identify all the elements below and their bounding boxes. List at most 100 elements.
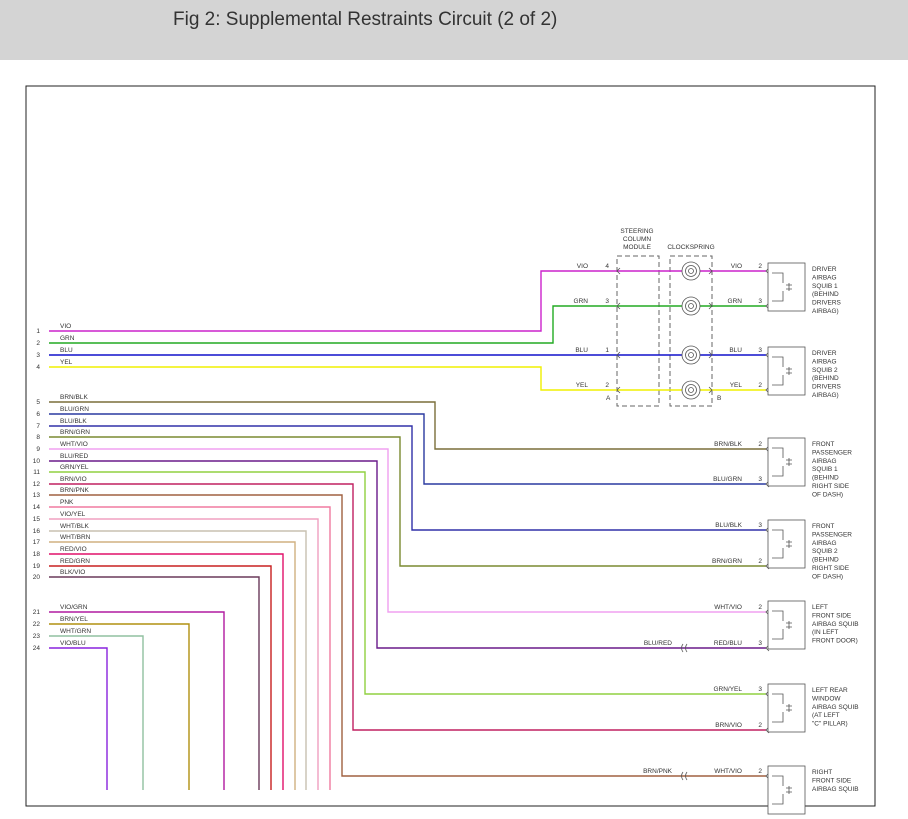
squib-connector-icon — [767, 600, 806, 650]
scm-pin-letter: A — [606, 395, 611, 402]
wire-label-12: BRN/VIO — [60, 476, 87, 483]
wire-7 — [49, 425, 766, 531]
clockspring-coil-icon — [681, 296, 701, 316]
comp-wire-label-4-3: BLU/BLK — [715, 522, 742, 529]
comp-source-label-5-3: BLU/RED — [644, 640, 672, 647]
component-label-1: SQUIB 1 — [812, 283, 838, 290]
component-label-7: RIGHT — [812, 769, 832, 776]
connectors-layer — [616, 261, 806, 815]
wire-22 — [49, 623, 190, 790]
wire-label-5: BRN/BLK — [60, 394, 88, 401]
clockspring-pin-mark — [708, 302, 713, 310]
component-label-4: RIGHT SIDE — [812, 565, 850, 572]
wire-label-9: WHT/VIO — [60, 441, 88, 448]
header-bar: Fig 2: Supplemental Restraints Circuit (… — [0, 0, 908, 60]
comp-pin-4-2: 2 — [758, 558, 762, 565]
component-label-4: FRONT — [812, 523, 834, 530]
comp-wire-label-5-3: RED/BLU — [714, 640, 742, 647]
wire-label-17: WHT/BRN — [60, 534, 91, 541]
scm-header-line-3: MODULE — [623, 244, 651, 251]
wire-number-23: 23 — [33, 633, 41, 640]
wire-13 — [49, 494, 766, 777]
component-label-1: (BEHIND — [812, 291, 839, 298]
component-label-1: AIRBAG — [812, 274, 837, 281]
component-label-2: SQUIB 2 — [812, 367, 838, 374]
wire-15 — [49, 518, 319, 790]
component-label-4: (BEHIND — [812, 557, 839, 564]
scm-header-line-1: STEERING — [620, 228, 653, 235]
component-label-5: FRONT SIDE — [812, 612, 852, 619]
wire-number-10: 10 — [33, 458, 41, 465]
squib-connector-icon — [767, 519, 806, 569]
scm-pin-4: 4 — [605, 263, 609, 270]
comp-source-label-7-2: BRN/PNK — [643, 768, 673, 775]
wire-label-2: GRN — [60, 335, 75, 342]
clockspring-box — [669, 255, 713, 407]
scm-pin-mark — [616, 386, 621, 394]
wire-number-14: 14 — [33, 504, 41, 511]
wire-number-11: 11 — [33, 469, 40, 476]
component-label-4: AIRBAG — [812, 540, 837, 547]
wire-label-20: BLK/VIO — [60, 569, 85, 576]
component-label-3: (BEHIND — [812, 475, 839, 482]
clockspring-coil-icon — [681, 380, 701, 400]
component-label-6: AIRBAG SQUIB — [812, 704, 859, 711]
clockspring-header: CLOCKSPRING — [667, 244, 714, 251]
component-label-3: AIRBAG — [812, 458, 837, 465]
squib-connector-icon — [767, 262, 806, 312]
wire-number-17: 17 — [33, 539, 41, 546]
wire-label-13: BRN/PNK — [60, 487, 90, 494]
component-label-6: WINDOW — [812, 695, 841, 702]
clockspring-pin-mark — [708, 267, 713, 275]
component-label-5: (IN LEFT — [812, 629, 838, 636]
comp-pin-5-3: 3 — [758, 640, 762, 647]
wire-label-6: BLU/GRN — [60, 406, 89, 413]
component-label-3: OF DASH) — [812, 491, 843, 498]
wires-layer — [49, 270, 766, 790]
wire-number-7: 7 — [36, 423, 40, 430]
component-label-1: DRIVER — [812, 266, 837, 273]
wire-label-11: GRN/YEL — [60, 464, 89, 471]
comp-pin-3-3: 3 — [758, 476, 762, 483]
wire-5 — [49, 401, 766, 450]
clockspring-wire-label-4: VIO — [731, 263, 742, 270]
comp-pin-7-2: 2 — [758, 768, 762, 775]
component-label-6: (AT LEFT — [812, 712, 840, 719]
comp-pin-1-2: 2 — [758, 263, 762, 270]
comp-pin-5-2: 2 — [758, 604, 762, 611]
steering-column-module-box — [616, 255, 660, 407]
squib-connector-icon — [767, 437, 806, 487]
wire-21 — [49, 611, 225, 790]
component-label-3: SQUIB 1 — [812, 466, 838, 473]
wire-19 — [49, 565, 272, 790]
clockspring-coil-icon — [681, 345, 701, 365]
comp-wire-label-6-2: BRN/VIO — [715, 722, 742, 729]
wire-12 — [49, 483, 766, 731]
inline-connector-icon — [681, 771, 688, 781]
wire-6 — [49, 413, 766, 485]
comp-pin-2-2: 2 — [758, 382, 762, 389]
wire-label-4: YEL — [60, 359, 73, 366]
scm-pin-mark — [616, 302, 621, 310]
component-label-3: PASSENGER — [812, 449, 852, 456]
scm-wire-label-1: BLU — [575, 347, 588, 354]
wire-number-21: 21 — [33, 609, 41, 616]
wire-number-20: 20 — [33, 574, 41, 581]
labels-layer: 1VIO2GRN3BLU4YEL5BRN/BLK6BLU/GRN7BLU/BLK… — [33, 263, 859, 793]
comp-pin-1-3: 3 — [758, 298, 762, 305]
clockspring-pin-mark — [708, 386, 713, 394]
wire-label-15: VIO/YEL — [60, 511, 86, 518]
scm-wire-label-3: GRN — [574, 298, 589, 305]
wire-number-8: 8 — [36, 434, 40, 441]
wire-4 — [49, 366, 766, 391]
wire-label-21: VIO/GRN — [60, 604, 88, 611]
wire-number-4: 4 — [36, 364, 40, 371]
comp-wire-label-3-2: BRN/BLK — [714, 441, 742, 448]
wire-number-12: 12 — [33, 481, 41, 488]
component-label-7: FRONT SIDE — [812, 777, 852, 784]
wire-8 — [49, 436, 766, 567]
wire-label-19: RED/GRN — [60, 558, 90, 565]
wire-10 — [49, 460, 766, 649]
squib-connector-icon — [767, 683, 806, 733]
